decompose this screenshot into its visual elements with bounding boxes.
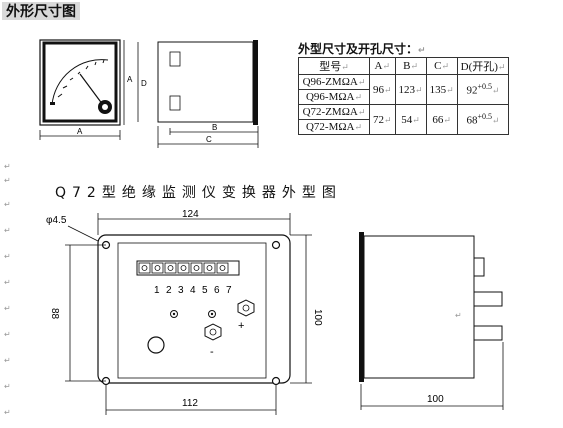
cell-b: 123↵ xyxy=(394,74,427,105)
meter-scale-ticks xyxy=(57,59,105,98)
plus-sign: + xyxy=(238,320,244,332)
side-flange xyxy=(359,232,364,382)
table-header-row: 型号↵ A↵ B↵ C↵ D(开孔)↵ xyxy=(298,57,510,75)
cell-c: 66↵ xyxy=(425,104,458,135)
side-terminal xyxy=(473,325,503,341)
terminal-label: 5 xyxy=(202,285,208,296)
header-b: B↵ xyxy=(394,57,427,75)
label-c: C xyxy=(206,135,212,144)
dim-width-top: 124 xyxy=(182,209,199,220)
cell-model: Q72-ZMΩA↵ xyxy=(298,104,370,120)
cell-model: Q96-ZMΩA↵ xyxy=(298,74,370,90)
minus-sign: - xyxy=(210,346,214,358)
table-row: Q96-MΩA↵ xyxy=(298,89,509,105)
header-a: A↵ xyxy=(369,57,396,75)
table-row: Q96-ZMΩA↵ 96↵ 123↵ 135↵ 92+0.5↵ xyxy=(298,74,510,105)
dim-height-right: 100 xyxy=(312,309,323,326)
terminal-label: 7 xyxy=(226,285,232,296)
meter-needle xyxy=(79,73,104,106)
label-d: D xyxy=(141,79,147,88)
meter-bezel xyxy=(42,41,118,123)
header-c: C↵ xyxy=(425,57,458,75)
dim-depth: 100 xyxy=(427,394,444,405)
transducer-front-plate xyxy=(97,234,291,384)
meter-indicator xyxy=(50,102,55,105)
transducer-side-drawing: 100 ↵ xyxy=(359,232,504,410)
meter-side-flange xyxy=(253,40,258,125)
inner-panel xyxy=(117,242,267,379)
table-title: 外型尺寸及开孔尺寸：↵ xyxy=(298,42,426,56)
cell-model: Q96-MΩA↵ xyxy=(298,89,370,105)
side-body xyxy=(363,235,475,379)
transducer-front-drawing: 124 φ4.5 1 2 3 4 5 6 7 + - xyxy=(46,209,323,415)
negative-terminal xyxy=(204,323,222,341)
terminal-label: 1 xyxy=(154,285,160,296)
transducer-drawing-title: Q72型绝缘监测仪变换器外型图 xyxy=(55,185,342,201)
cell-model: Q72-MΩA↵ xyxy=(298,119,370,135)
adjust-knob xyxy=(147,336,165,354)
cell-b: 54↵ xyxy=(394,104,427,135)
terminal-label: 4 xyxy=(190,285,196,296)
label-a-side: A xyxy=(127,75,133,84)
cell-a: 72↵ xyxy=(369,104,396,135)
dim-hole: φ4.5 xyxy=(46,215,67,226)
cell-c: 135↵ xyxy=(425,74,458,105)
svg-text:↵: ↵ xyxy=(455,311,462,320)
dim-width-bottom: 112 xyxy=(182,398,198,409)
terminal-numbers: 1 2 3 4 5 6 7 xyxy=(154,285,232,296)
header-model: 型号↵ xyxy=(298,57,370,75)
label-b: B xyxy=(212,123,217,132)
dim-height-left: 88 xyxy=(49,308,60,320)
mount-hole xyxy=(271,376,281,386)
side-terminal xyxy=(473,291,503,307)
table-row: Q72-MΩA↵ xyxy=(298,119,509,135)
dimensions-table: 型号↵ A↵ B↵ C↵ D(开孔)↵ Q96-ZMΩA↵ 96↵ 123↵ 1… xyxy=(298,57,510,135)
positive-terminal xyxy=(237,299,255,317)
cell-a: 96↵ xyxy=(369,74,396,105)
meter-scale-arc xyxy=(51,59,109,106)
side-connector xyxy=(473,257,485,277)
cell-d: 68+0.5↵ xyxy=(456,104,510,135)
table-row: Q72-ZMΩA↵ 72↵ 54↵ 66↵ 68+0.5↵ xyxy=(298,104,510,135)
terminal-label: 3 xyxy=(178,285,184,296)
terminal-label: 6 xyxy=(214,285,220,296)
meter-outline-drawing: A A D B C xyxy=(39,39,259,148)
label-a-bottom: A xyxy=(77,127,83,136)
terminal-block xyxy=(136,260,240,276)
page-heading: 外形尺寸图 xyxy=(2,2,80,20)
terminal-label: 2 xyxy=(166,285,172,296)
header-d: D(开孔)↵ xyxy=(456,57,510,75)
mount-hole xyxy=(271,240,281,250)
cell-d: 92+0.5↵ xyxy=(456,74,510,105)
